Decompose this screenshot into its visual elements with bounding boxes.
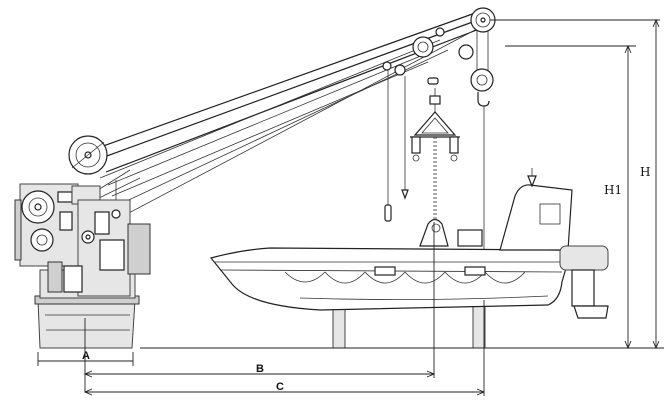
dimension-label-b: B (256, 363, 264, 375)
crane-boom (89, 11, 483, 216)
falls-and-weights (384, 70, 441, 222)
dimension-label-h1: H1 (604, 183, 622, 197)
boom-tip-sheaves (382, 7, 496, 85)
dimension-label-h: H (640, 165, 650, 179)
slewing-column (47, 180, 151, 297)
dimension-label-c: C (276, 381, 284, 393)
boat-console (419, 168, 573, 251)
dimension-lines (37, 18, 664, 396)
winch-house (14, 183, 101, 267)
boom-base-pulley (68, 135, 108, 175)
boat-hull (209, 247, 567, 311)
main-hook-block (470, 30, 494, 300)
boat-fenders (284, 266, 526, 284)
lifting-spreader (410, 111, 460, 222)
outboard-motor (559, 245, 609, 319)
dimension-label-a: A (82, 350, 90, 362)
